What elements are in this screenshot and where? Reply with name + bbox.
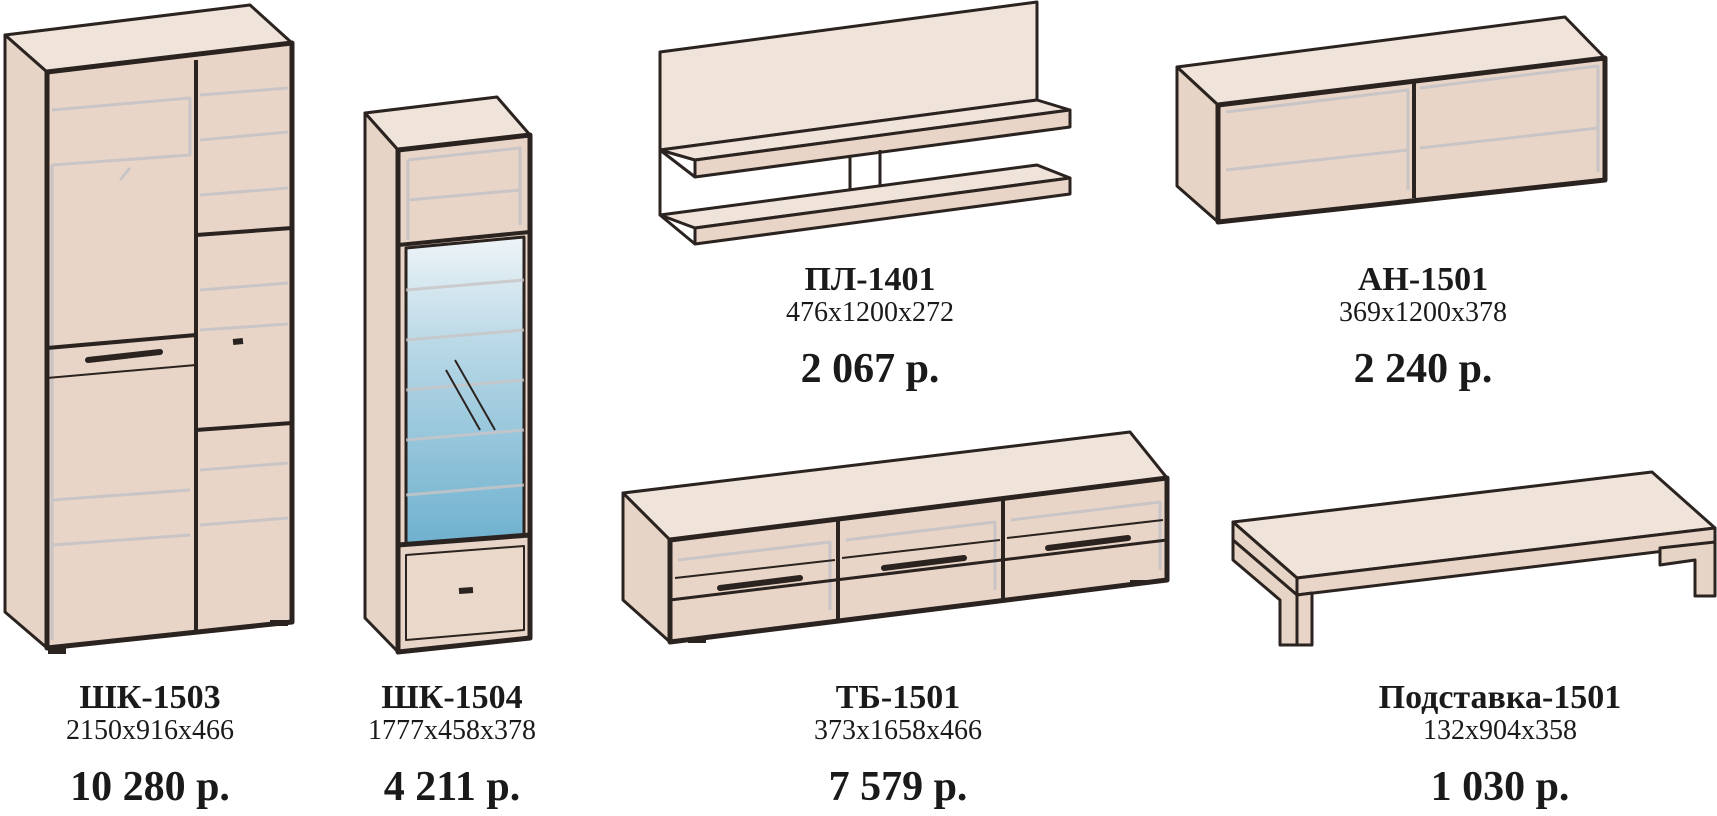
product-caption-shk-1504: ШК-1504 1777x458x378 4 211 р. [272, 679, 632, 811]
product-name: ШК-1504 [381, 679, 523, 716]
product-price: 4 211 р. [383, 764, 521, 810]
tvstand-tb-1501-image [621, 430, 1170, 645]
product-price: 1 030 р. [1430, 764, 1570, 810]
product-name: Подставка-1501 [1378, 679, 1622, 716]
product-caption-pl-1401: ПЛ-1401 476x1200x272 2 067 р. [690, 261, 1050, 393]
stand-podstavka-1501-image [1231, 470, 1717, 647]
cabinet-an-1501-image [1175, 15, 1608, 225]
product-dimensions: 476x1200x272 [786, 297, 954, 328]
product-caption-shk-1503: ШК-1503 2150x916x466 10 280 р. [0, 679, 330, 811]
product-price: 10 280 р. [70, 764, 230, 810]
product-caption-tb-1501: ТБ-1501 373x1658x466 7 579 р. [718, 679, 1078, 811]
product-caption-an-1501: АН-1501 369x1200x378 2 240 р. [1243, 261, 1603, 393]
product-name: ПЛ-1401 [804, 261, 936, 298]
product-price: 2 240 р. [1353, 346, 1493, 392]
product-dimensions: 373x1658x466 [814, 715, 982, 746]
product-price: 2 067 р. [800, 346, 940, 392]
wardrobe-shk-1503-image [3, 3, 295, 654]
product-caption-podstavka-1501: Подставка-1501 132x904x358 1 030 р. [1320, 679, 1680, 811]
product-dimensions: 369x1200x378 [1339, 297, 1507, 328]
product-dimensions: 2150x916x466 [66, 715, 234, 746]
shelf-pl-1401-image [658, 0, 1072, 246]
product-dimensions: 1777x458x378 [368, 715, 536, 746]
product-price: 7 579 р. [828, 764, 968, 810]
product-dimensions: 132x904x358 [1423, 715, 1577, 746]
product-name: ШК-1503 [79, 679, 221, 716]
product-name: АН-1501 [1357, 261, 1489, 298]
cabinet-shk-1504-image [363, 95, 533, 655]
product-name: ТБ-1501 [835, 679, 961, 716]
